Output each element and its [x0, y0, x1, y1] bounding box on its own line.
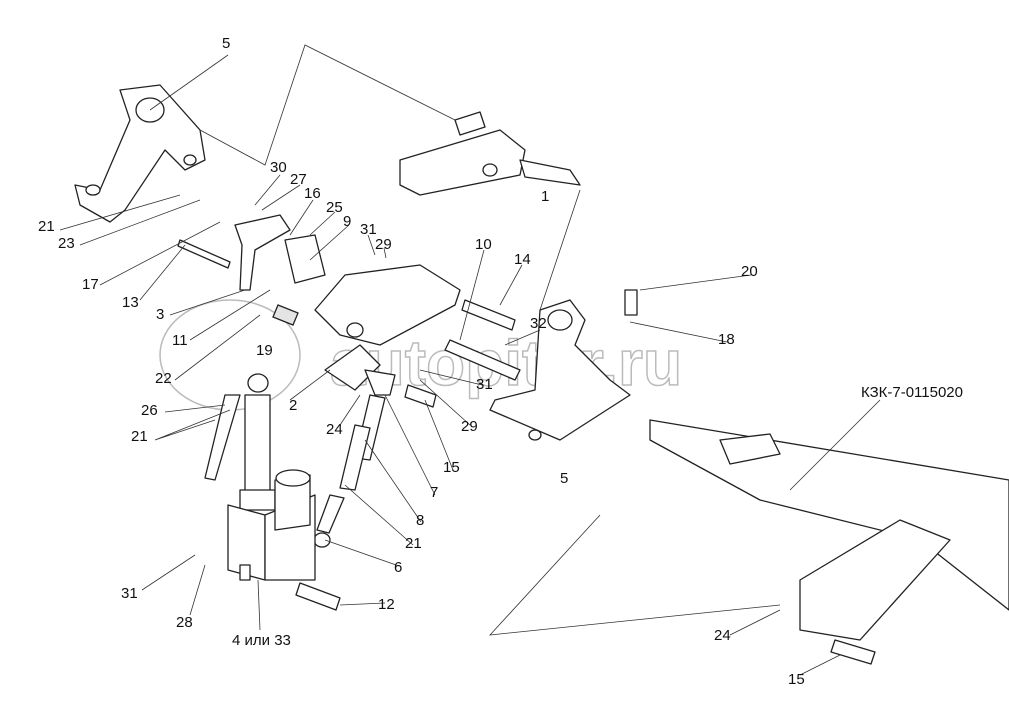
- callout-label: 31: [360, 221, 377, 238]
- callout-label: 21: [131, 428, 148, 445]
- callout-label: 15: [788, 671, 805, 688]
- callout-label: 14: [514, 251, 531, 268]
- callout-label: 24: [714, 627, 731, 644]
- callout-label: 13: [122, 294, 139, 311]
- callout-label: 12: [378, 596, 395, 613]
- bracket-5-top: [74, 84, 206, 223]
- pedal-shaft-1: [399, 111, 581, 196]
- callout-label: 5: [222, 35, 230, 52]
- callout-label: 8: [416, 512, 424, 529]
- callout-label: 15: [443, 459, 460, 476]
- callout-label: 17: [82, 276, 99, 293]
- callout-label: 30: [270, 159, 287, 176]
- leader-lines: [59, 44, 881, 676]
- callout-label: 24: [326, 421, 343, 438]
- callout-label: 23: [58, 235, 75, 252]
- lever-3: [177, 214, 326, 326]
- callout-label: 10: [475, 236, 492, 253]
- callout-label: 21: [38, 218, 55, 235]
- callout-label: 19: [256, 342, 273, 359]
- callout-label: 20: [741, 263, 758, 280]
- axle-tube: [649, 419, 1009, 641]
- callout-label: 1: [541, 188, 549, 205]
- callout-label: 5: [560, 470, 568, 487]
- callout-label: 31: [476, 376, 493, 393]
- callout-label: 22: [155, 370, 172, 387]
- lever-plate-2: [314, 264, 461, 391]
- bracket-5-right: [489, 299, 631, 441]
- callout-label: 26: [141, 402, 158, 419]
- callout-label: 2: [289, 397, 297, 414]
- push-rod: [313, 369, 396, 548]
- callout-label: 25: [326, 199, 343, 216]
- callout-label: 6: [394, 559, 402, 576]
- callout-label: 7: [430, 484, 438, 501]
- callout-label: 27: [290, 171, 307, 188]
- callout-label: 32: [530, 315, 547, 332]
- actuator-4-or-33: [204, 373, 316, 581]
- callout-label: 16: [304, 185, 321, 202]
- callout-label: 9: [343, 213, 351, 230]
- callout-label: 18: [718, 331, 735, 348]
- callout-label: 21: [405, 535, 422, 552]
- callout-label: 11: [172, 332, 188, 349]
- callout-label: 4 или 33: [232, 632, 291, 649]
- callout-label: 28: [176, 614, 193, 631]
- callout-label: 29: [461, 418, 478, 435]
- callout-label: 31: [121, 585, 138, 602]
- callout-label: 3: [156, 306, 164, 323]
- drawing-code: КЗК-7-0115020: [861, 384, 963, 401]
- callout-label: 29: [375, 236, 392, 253]
- pins: [295, 289, 876, 665]
